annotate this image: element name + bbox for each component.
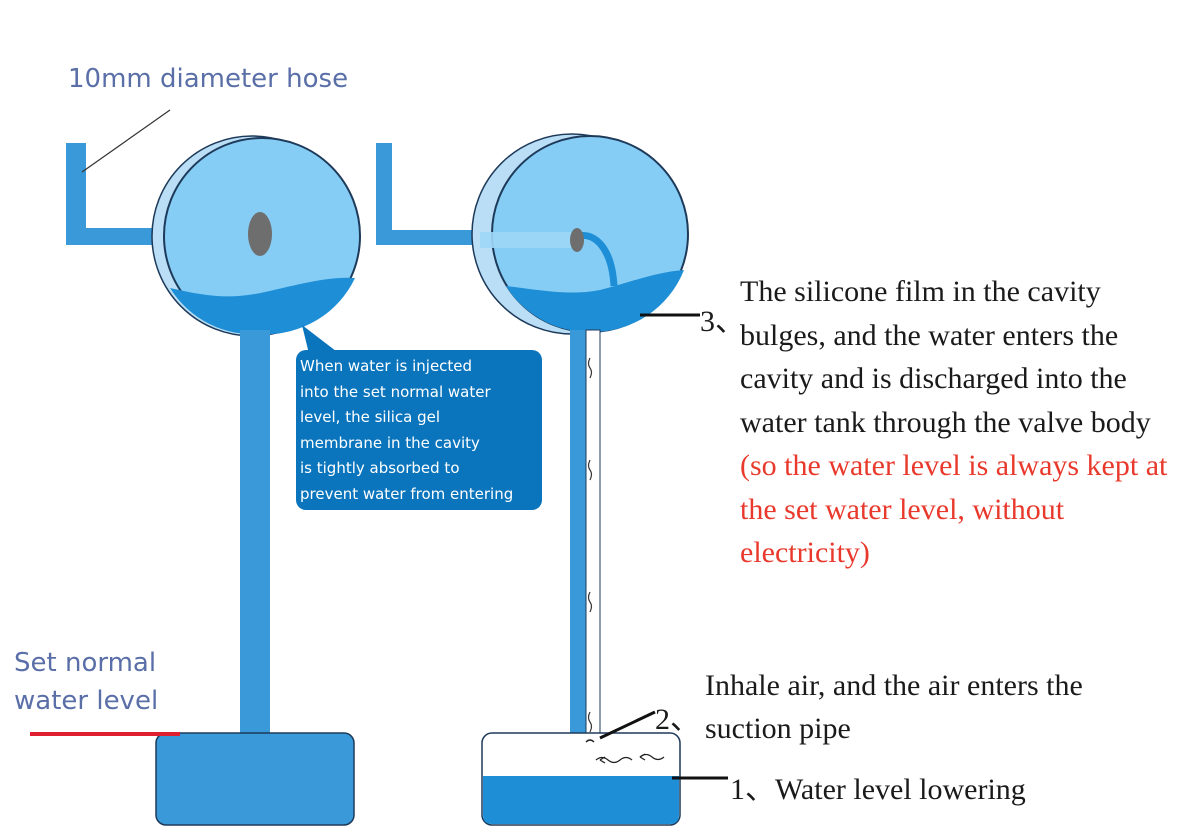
left-cavity-water [170, 277, 355, 335]
right-cavity-water [506, 270, 684, 333]
air-bubble-marks [587, 357, 593, 733]
set-level-label: Set normal water level [14, 644, 214, 720]
left-valve-hole [248, 212, 272, 256]
step2-number: 2、 [655, 703, 700, 736]
right-hose [376, 143, 480, 245]
left-valve-assembly [30, 109, 361, 826]
hose-label: 10mm diameter hose [68, 64, 349, 94]
air-flow-arrows [585, 739, 665, 764]
left-hose [66, 143, 160, 245]
callout-line: When water is injected [300, 357, 473, 375]
step3-text-red: (so the water level is always kept at th… [740, 449, 1168, 569]
callout-pointer [302, 325, 345, 358]
callout-line: is tightly absorbed to [300, 459, 460, 477]
step1-description: 1、Water level lowering [730, 773, 1026, 806]
right-tank-water [483, 776, 679, 824]
left-vertical-pipe [240, 330, 270, 735]
step3-number: 3、 [700, 305, 745, 338]
callout-line: level, the silica gel [300, 408, 441, 426]
set-level-label-line1: Set normal [14, 648, 157, 678]
right-valve-hole [570, 228, 584, 252]
set-level-label-line2: water level [14, 686, 159, 716]
step2-description: Inhale air, and the air enters the sucti… [705, 669, 1083, 745]
suction-pipe-air-channel [585, 329, 601, 736]
step3-text-black: The silicone film in the cavity bulges, … [740, 275, 1151, 439]
step3-description: The silicone film in the cavity bulges, … [740, 270, 1180, 575]
right-valve-assembly [376, 133, 728, 826]
callout-closed-state: When water is injected into the set norm… [296, 350, 542, 510]
inlet-water-flow [480, 232, 576, 248]
left-tank [155, 732, 355, 826]
callout-line: membrane in the cavity [300, 433, 480, 452]
right-vertical-pipe [570, 330, 586, 735]
step2-pointer [599, 710, 656, 740]
callout-line: into the set normal water [300, 382, 491, 401]
hose-leader-line [81, 109, 171, 173]
callout-line: prevent water from entering [300, 484, 514, 503]
